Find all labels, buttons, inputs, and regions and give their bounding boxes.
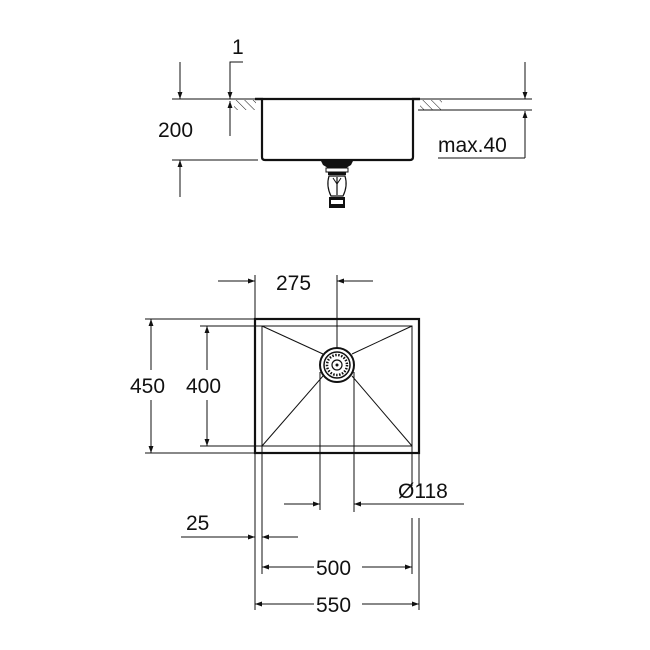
dim-500-label: 500 [316, 557, 351, 580]
slope-line-br [351, 375, 413, 447]
slope-line-tr [351, 325, 413, 355]
dim-1-leader [229, 61, 243, 63]
dim-1-label: 1 [232, 36, 244, 59]
dim-25-label: 25 [186, 512, 209, 535]
drain-top-view-icon [319, 347, 355, 383]
dim-450-label: 450 [130, 375, 165, 398]
slope-line-tl [261, 325, 324, 355]
plan-view: 275 450 400 Ø118 25 500 [130, 272, 464, 617]
dim-550-label: 550 [316, 594, 351, 617]
dim-200-label: 200 [158, 119, 193, 142]
countertop-hatch-left [234, 100, 256, 110]
dim-400-label: 400 [186, 375, 221, 398]
slope-line-bl [261, 375, 324, 447]
dim-max40-label: max.40 [438, 134, 507, 157]
countertop-hatch-right [420, 100, 442, 110]
drain-fitting-icon [321, 161, 353, 208]
dim-118-label: Ø118 [398, 480, 448, 503]
sink-bowl-profile [255, 97, 420, 162]
side-view: 200 1 max.40 [158, 36, 532, 208]
dim-275-label: 275 [276, 272, 311, 295]
